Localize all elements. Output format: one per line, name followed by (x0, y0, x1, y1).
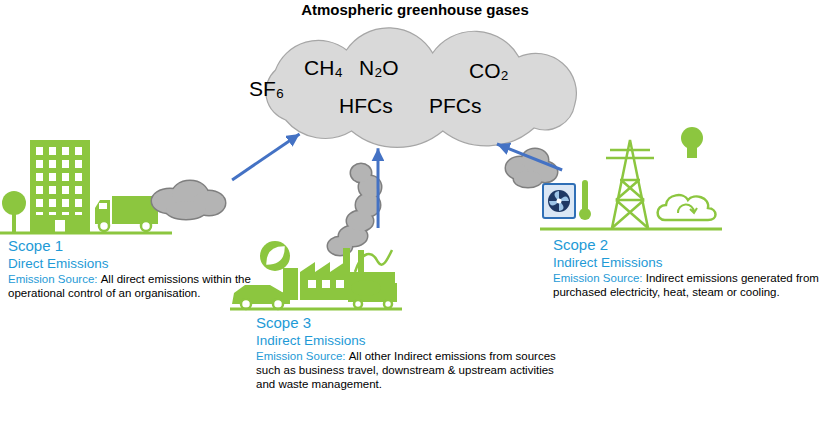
smoke-fill (328, 164, 381, 255)
smoke-puff (351, 164, 371, 182)
scope-title: Scope 2 (553, 236, 830, 254)
factory (300, 262, 395, 300)
fan-box (543, 184, 575, 218)
mixer-drum (351, 280, 381, 296)
exhaust-puff (166, 201, 206, 219)
smoke-outline (328, 164, 381, 255)
scope-title: Scope 3 (256, 314, 556, 332)
bulb-base (687, 147, 697, 158)
smoke-puff (351, 164, 371, 182)
tree-trunk (12, 210, 16, 232)
fan-disc (548, 190, 570, 212)
scope1-illustration (0, 140, 225, 233)
exhaust-puff (514, 171, 542, 187)
ground-line (0, 232, 172, 235)
scope-group: Scope 2Indirect EmissionsEmission Source… (553, 170, 830, 310)
leaf-badge (260, 241, 290, 271)
scope2-illustration (506, 127, 722, 229)
gas-formula: CH₄ (304, 57, 343, 78)
building-windows (36, 147, 88, 215)
ground-line (230, 308, 402, 311)
fan-blades (549, 191, 569, 211)
fan-hub (557, 199, 562, 204)
scope-group: Scope 1Direct EmissionsEmission Source:A… (8, 180, 308, 315)
scope-group: Scope 3Indirect EmissionsEmission Source… (256, 228, 556, 398)
exhaust-fill (152, 181, 225, 219)
light-bulb (681, 127, 703, 149)
emission-arrow (497, 144, 562, 170)
thermometer-bulb (579, 208, 591, 220)
coaster-track (355, 250, 392, 272)
gas-formula: PFCs (429, 95, 482, 116)
office-building (30, 140, 90, 232)
truck-window (99, 203, 107, 209)
thermometer (582, 180, 588, 212)
truck-wheel (99, 221, 109, 231)
source-label: Emission Source: (256, 350, 345, 362)
scope-description: Emission Source:All other Indirect emiss… (256, 349, 556, 391)
source-label: Emission Source: (8, 273, 97, 285)
ground-line (540, 228, 722, 231)
exhaust-outline (152, 181, 225, 219)
factory-window (336, 280, 344, 288)
scope-description: Emission Source:Indirect emissions gener… (553, 271, 830, 299)
power-pylon (606, 140, 654, 228)
exhaust-puff (514, 171, 542, 187)
cloud-shape (240, 25, 600, 150)
gas-formula: HFCs (339, 95, 393, 116)
scope-subtitle: Direct Emissions (8, 255, 308, 272)
building-door (55, 220, 65, 232)
factory-window (308, 280, 316, 288)
factory-window (322, 280, 330, 288)
scope-subtitle: Indirect Emissions (553, 254, 830, 271)
recycle-arrows (678, 204, 697, 213)
diagram-title: Atmospheric greenhouse gases (0, 1, 830, 19)
exhaust-outline (506, 149, 557, 187)
cloud-outline (266, 28, 577, 148)
gas-formula: N₂O (359, 57, 399, 78)
scope-title: Scope 1 (8, 237, 308, 255)
exhaust-puff (166, 201, 206, 219)
scope3-illustration (230, 164, 402, 309)
recycle-cloud (658, 195, 716, 220)
exhaust-fill (506, 149, 557, 187)
gas-formula: CO₂ (469, 60, 509, 81)
mixer-wheel (354, 300, 362, 308)
emission-arrow (376, 148, 379, 228)
leaf-symbol (267, 247, 284, 264)
source-label: Emission Source: (553, 272, 642, 284)
mixer-wheel (384, 300, 392, 308)
scope-subtitle: Indirect Emissions (256, 332, 556, 349)
scope-description: Emission Source:All direct emissions wit… (8, 272, 308, 300)
truck-wheel (141, 221, 151, 231)
gas-formula: SF₆ (249, 78, 284, 99)
emission-arrow (232, 134, 299, 180)
gas-cloud: SF₆ CH₄ N₂O CO₂ HFCs PFCs (240, 25, 600, 150)
